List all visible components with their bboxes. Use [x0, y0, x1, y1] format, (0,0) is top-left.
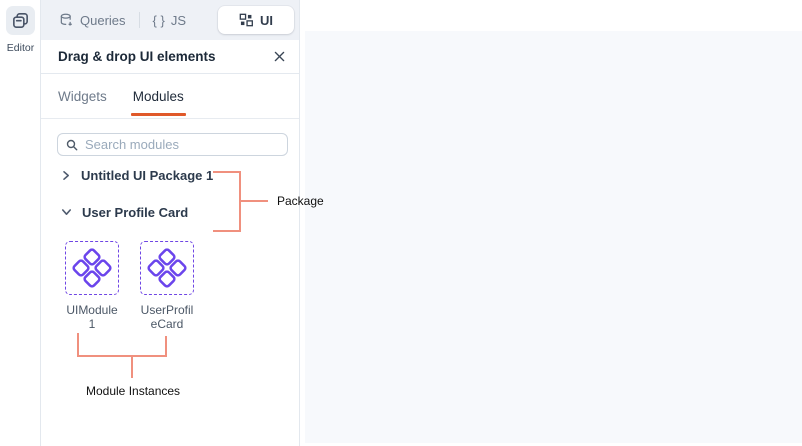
module-label-line: UIModule [66, 303, 118, 317]
search-icon [66, 139, 78, 151]
left-panel: Queries { } JS UI Dr [41, 0, 300, 446]
editor-rail: Editor [0, 0, 41, 446]
module-card-label: UserProfil eCard [132, 303, 202, 331]
panel-header: Drag & drop UI elements [41, 40, 299, 74]
search-input[interactable] [85, 137, 279, 152]
module-label-line: eCard [150, 317, 184, 331]
module-diamonds-icon [71, 247, 113, 289]
module-card-label: UIModule 1 [57, 303, 127, 331]
js-label: JS [170, 12, 186, 28]
chevron-right-icon[interactable] [61, 170, 71, 181]
package-item-untitled-ui-package-1[interactable]: Untitled UI Package 1 [41, 165, 299, 185]
module-label-line: UserProfil [140, 303, 194, 317]
close-button[interactable] [272, 49, 287, 64]
segment-divider [138, 12, 140, 28]
package-name: Untitled UI Package 1 [81, 167, 214, 183]
chevron-down-icon[interactable] [61, 207, 72, 217]
module-card-uimodule1[interactable] [65, 241, 119, 295]
module-card-userprofilecard[interactable] [140, 241, 194, 295]
close-icon [274, 51, 285, 62]
canvas[interactable] [305, 31, 802, 443]
ui-label: UI [260, 12, 273, 28]
braces-icon: { } [152, 12, 165, 28]
package-name: User Profile Card [82, 204, 189, 220]
editor-label: Editor [6, 42, 35, 54]
panel-tabs: Widgets Modules [41, 74, 299, 119]
panel-title: Drag & drop UI elements [58, 49, 216, 64]
search-box[interactable] [57, 133, 288, 156]
tab-js[interactable]: { } JS [153, 13, 186, 28]
tab-ui[interactable]: UI [218, 6, 294, 34]
pages-icon [11, 11, 30, 30]
tab-queries[interactable]: Queries [59, 13, 126, 28]
editor-segment-control: Queries { } JS UI [41, 0, 299, 40]
tab-widgets[interactable]: Widgets [58, 88, 107, 104]
module-label-line: 1 [88, 317, 96, 331]
database-icon [59, 13, 74, 28]
package-item-user-profile-card[interactable]: User Profile Card [41, 202, 299, 222]
module-diamonds-icon [146, 247, 188, 289]
queries-label: Queries [80, 12, 126, 28]
editor-button[interactable] [6, 6, 35, 35]
widgets-grid-icon [239, 13, 253, 27]
tab-modules[interactable]: Modules [130, 74, 186, 118]
